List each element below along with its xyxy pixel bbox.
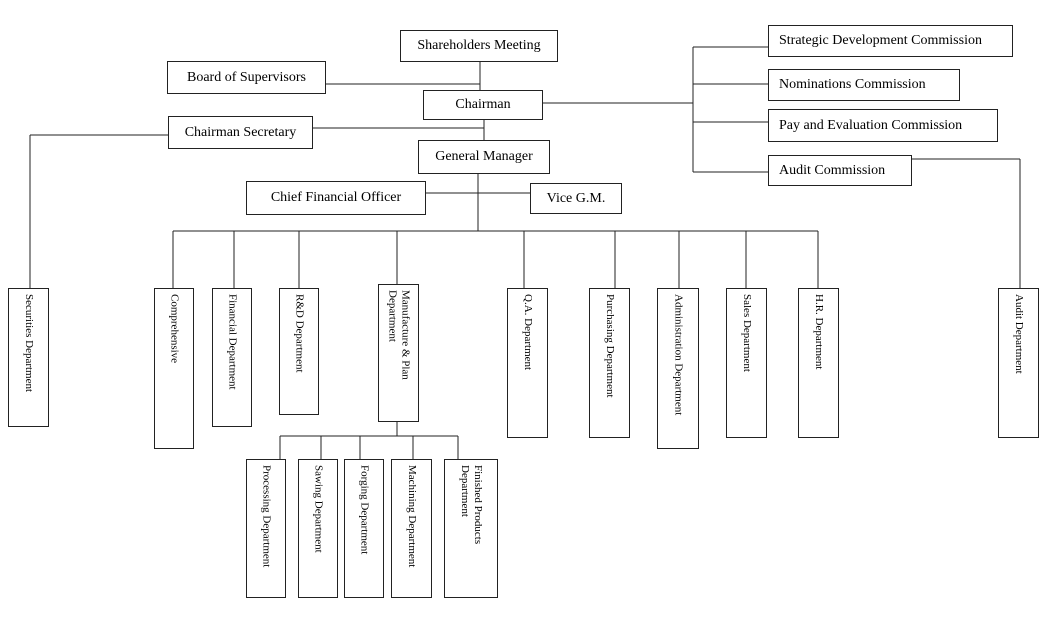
general-manager-box: General Manager [418, 140, 550, 174]
rd-department-box: R&D Department [279, 288, 319, 415]
general-manager-label: General Manager [435, 149, 533, 164]
cfo-box: Chief Financial Officer [246, 181, 426, 215]
rd-department-label: R&D Department [293, 294, 306, 373]
audit-commission-box: Audit Commission [768, 155, 912, 186]
manufacture-plan-department-label: Manufacture & Plan Department [386, 290, 412, 380]
processing-department-box: Processing Department [246, 459, 286, 598]
finished-products-department-box: Finished Products Department [444, 459, 498, 598]
securities-department-box: Securities Department [8, 288, 49, 427]
chairman-secretary-box: Chairman Secretary [168, 116, 313, 149]
audit-department-label: Audit Department [1013, 294, 1025, 374]
finished-products-department-label: Finished Products Department [459, 465, 484, 545]
chairman-secretary-label: Chairman Secretary [184, 124, 297, 140]
qa-department-box: Q.A. Department [507, 288, 548, 438]
hr-department-box: H.R. Department [798, 288, 839, 438]
chairman-box: Chairman [423, 90, 543, 120]
manufacture-plan-department-box: Manufacture & Plan Department [378, 284, 419, 422]
pay-commission-box: Pay and Evaluation Commission [768, 109, 998, 142]
qa-department-label: Q.A. Department [522, 294, 534, 371]
chairman-label: Chairman [455, 97, 511, 112]
forging-department-label: Forging Department [358, 465, 371, 555]
financial-department-label: Financial Department [226, 294, 239, 390]
shareholders-meeting-box: Shareholders Meeting [400, 30, 558, 62]
nominations-commission-box: Nominations Commission [768, 69, 960, 101]
strategic-commission-label: Strategic Development Commission [779, 33, 982, 48]
sales-department-label: Sales Department [741, 294, 753, 372]
administration-department-box: Administration Department [657, 288, 699, 449]
machining-department-label: Machining Department [406, 465, 418, 568]
machining-department-box: Machining Department [391, 459, 432, 598]
forging-department-box: Forging Department [344, 459, 384, 598]
comprehensive-label: Comprehensive [168, 294, 181, 364]
purchasing-department-label: Purchasing Department [604, 294, 616, 398]
administration-department-label: Administration Department [672, 294, 685, 416]
board-of-supervisors-label: Board of Supervisors [187, 69, 306, 85]
processing-department-label: Processing Department [260, 465, 273, 568]
hr-department-label: H.R. Department [813, 294, 825, 370]
pay-commission-label: Pay and Evaluation Commission [779, 117, 963, 133]
vice-gm-box: Vice G.M. [530, 183, 622, 214]
comprehensive-box: Comprehensive [154, 288, 194, 449]
shareholders-meeting-label: Shareholders Meeting [417, 38, 541, 53]
audit-commission-label: Audit Commission [779, 162, 886, 178]
board-of-supervisors-box: Board of Supervisors [167, 61, 326, 94]
nominations-commission-label: Nominations Commission [779, 77, 926, 92]
financial-department-box: Financial Department [212, 288, 252, 427]
purchasing-department-box: Purchasing Department [589, 288, 630, 438]
sales-department-box: Sales Department [726, 288, 767, 438]
sawing-department-box: Sawing Department [298, 459, 338, 598]
strategic-commission-box: Strategic Development Commission [768, 25, 1013, 57]
cfo-label: Chief Financial Officer [270, 190, 402, 205]
vice-gm-label: Vice G.M. [546, 190, 606, 206]
sawing-department-label: Sawing Department [312, 465, 325, 553]
securities-department-label: Securities Department [23, 294, 35, 393]
audit-department-box: Audit Department [998, 288, 1039, 438]
